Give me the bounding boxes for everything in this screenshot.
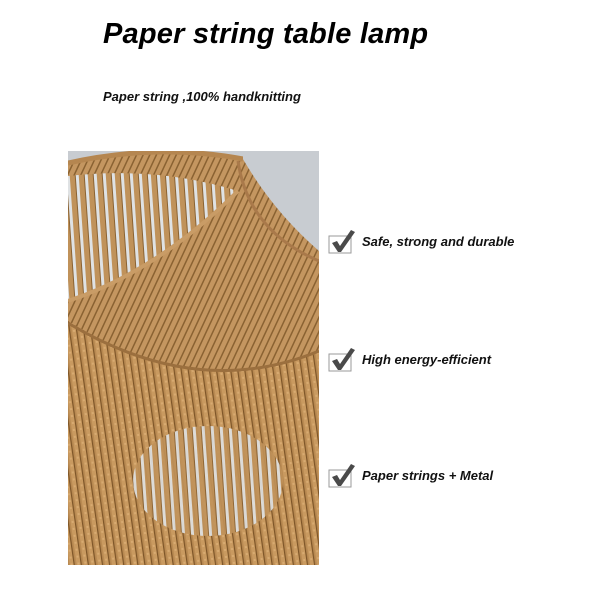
lamp-shade-illustration bbox=[68, 151, 319, 565]
page-title: Paper string table lamp bbox=[103, 18, 429, 50]
feature-item-energy: High energy-efficient bbox=[328, 346, 491, 372]
checkbox-checked-icon bbox=[328, 228, 356, 254]
feature-label: High energy-efficient bbox=[362, 351, 492, 367]
checkbox-checked-icon bbox=[328, 346, 356, 372]
page-subtitle: Paper string ,100% handknitting bbox=[103, 89, 301, 104]
feature-label: Paper strings + Metal bbox=[362, 467, 494, 483]
feature-item-material: Paper strings + Metal bbox=[328, 462, 493, 488]
product-photo bbox=[68, 151, 319, 565]
feature-label: Safe, strong and durable bbox=[362, 233, 515, 249]
feature-item-safe: Safe, strong and durable bbox=[328, 228, 514, 254]
checkbox-checked-icon bbox=[328, 462, 356, 488]
